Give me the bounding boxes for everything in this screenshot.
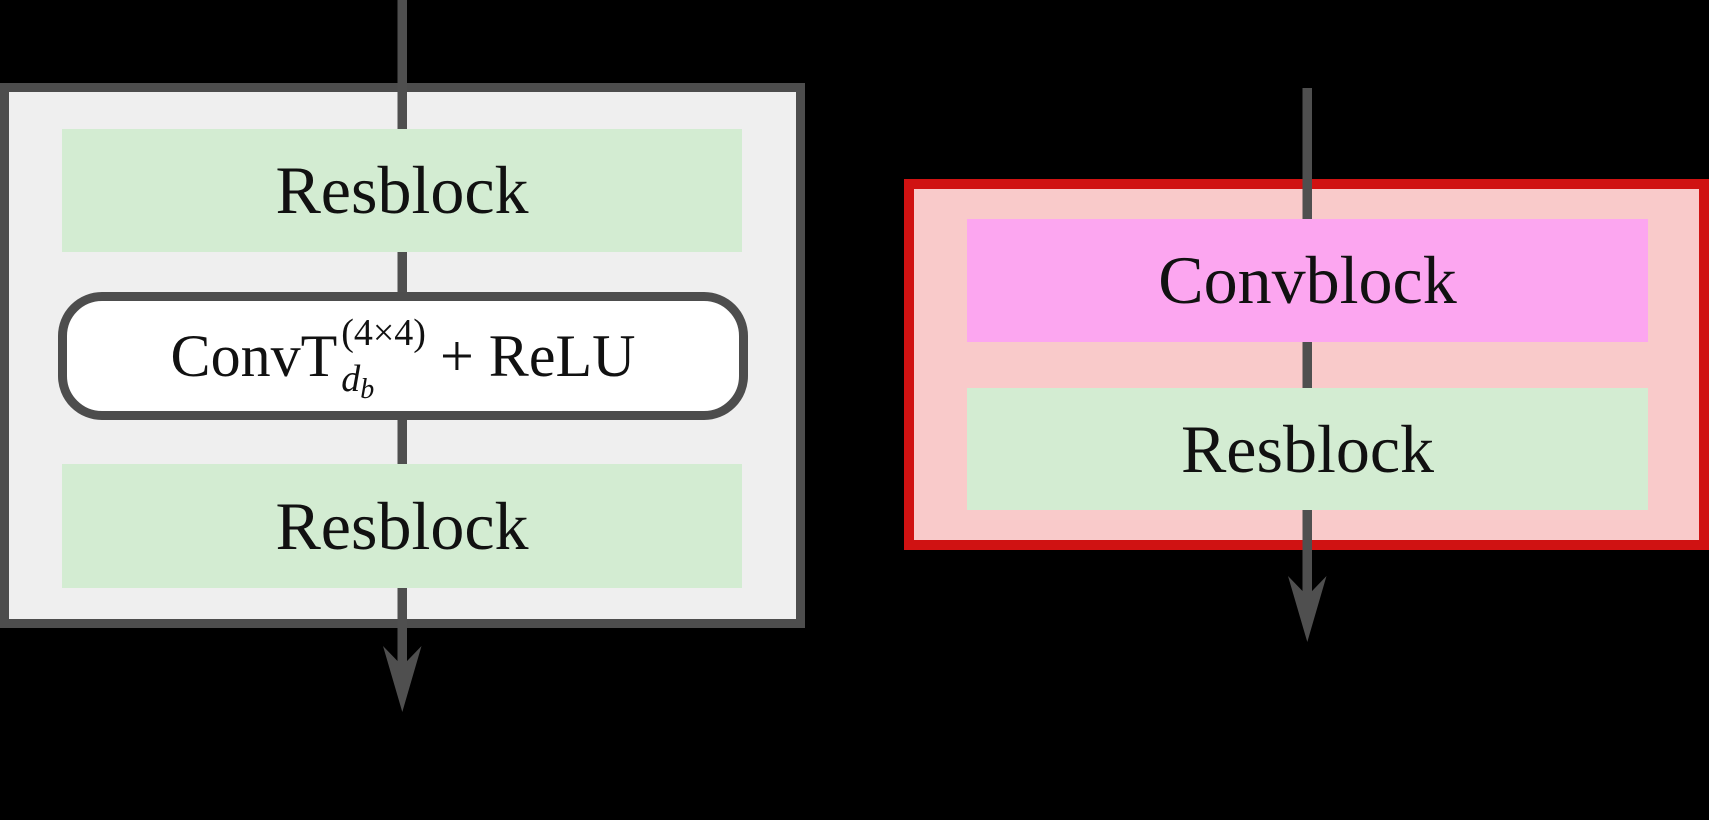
convt-prefix: ConvT bbox=[170, 322, 338, 389]
left-bottom-resblock-label: Resblock bbox=[275, 487, 529, 564]
convt-subscript-b: b bbox=[360, 374, 375, 405]
left-top-resblock-bar: Resblock bbox=[62, 129, 742, 252]
right-resblock-bar: Resblock bbox=[967, 388, 1648, 510]
left-bottom-resblock-bar: Resblock bbox=[62, 464, 742, 588]
right-resblock-label: Resblock bbox=[1180, 410, 1435, 487]
left-top-resblock-label: Resblock bbox=[275, 152, 529, 228]
right-convblock-bar: Convblock bbox=[967, 219, 1648, 342]
conv-transpose-relu-label: ConvT (4×4) d b + ReLU bbox=[170, 314, 636, 404]
convt-subscript-d: d bbox=[341, 358, 361, 400]
conv-transpose-relu-box: ConvT (4×4) d b + ReLU bbox=[58, 292, 748, 420]
relu-suffix: + ReLU bbox=[439, 322, 636, 389]
convt-subscript: d b bbox=[341, 358, 374, 404]
convt-scripts: (4×4) d b bbox=[341, 314, 426, 404]
convt-kernel-superscript: (4×4) bbox=[341, 312, 426, 354]
right-convblock-label: Convblock bbox=[1158, 242, 1457, 318]
